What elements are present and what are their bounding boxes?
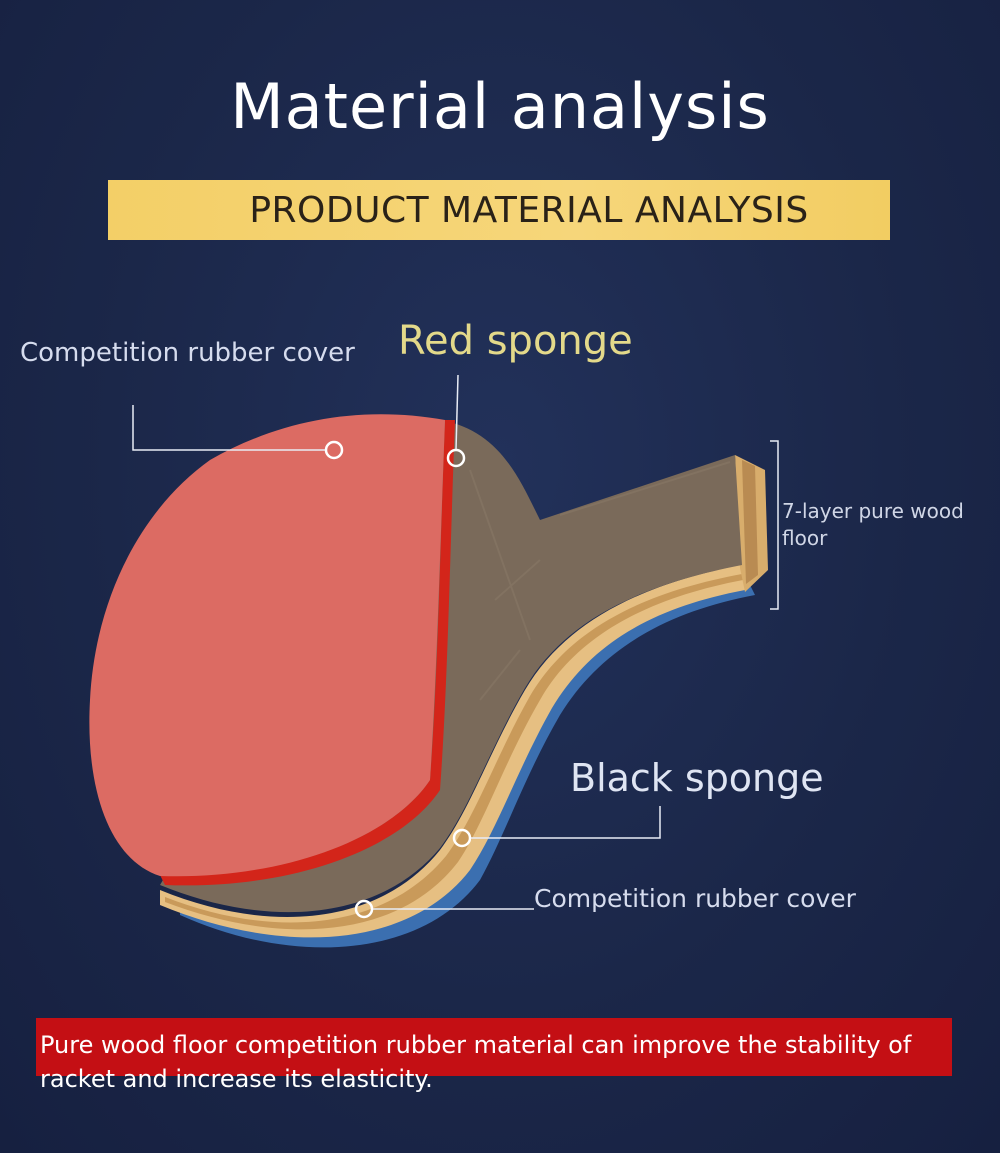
callout-line-red-sponge [455,374,459,451]
marker-cover-top-icon [324,440,344,460]
callout-line-black-sponge [470,806,661,839]
label-wood-floor: 7-layer pure wood floor [782,499,964,550]
red-rubber-face [89,414,446,877]
marker-black-sponge-icon [452,828,472,848]
marker-red-sponge-icon [446,448,466,468]
handle-stripe [742,460,758,584]
wood-edge-stripe [165,574,743,930]
subtitle-banner [108,180,890,240]
callout-line-cover-top [132,405,326,451]
footer-description: Pure wood floor competition rubber mater… [40,1031,912,1093]
label-cover-top: Competition rubber cover [20,338,355,368]
label-black-sponge: Black sponge [570,756,824,800]
subtitle-banner-text: PRODUCT MATERIAL ANALYSIS [249,190,809,231]
bracket-wood [770,440,779,610]
marker-cover-bottom-icon [354,899,374,919]
page-title: Material analysis [230,70,770,143]
label-red-sponge: Red sponge [398,318,633,364]
wood-grain [469,461,731,701]
footer-bar [36,1018,952,1076]
label-cover-bottom: Competition rubber cover [534,884,856,913]
